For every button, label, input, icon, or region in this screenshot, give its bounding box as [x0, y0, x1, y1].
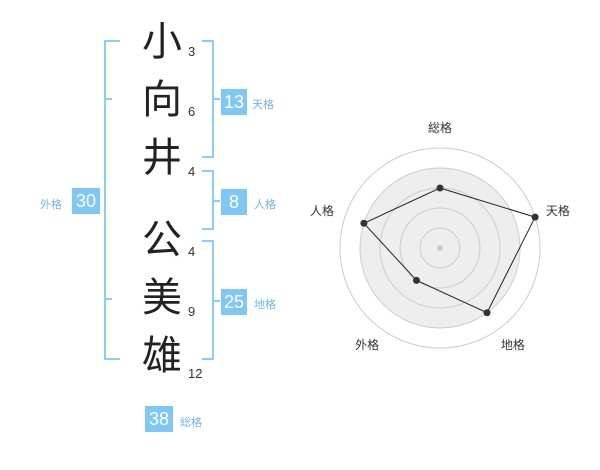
radar-axis-label-5: 人格	[310, 203, 334, 218]
name-char-3: 井	[142, 135, 182, 181]
stroke-count-2: 6	[188, 104, 196, 119]
stroke-count-6: 12	[188, 366, 203, 381]
name-char-1: 小	[142, 19, 182, 65]
radar-axis-label-1: 総格	[428, 120, 452, 135]
tenkaku-value: 13	[221, 89, 247, 115]
stroke-count-4: 4	[188, 244, 196, 259]
radar-polygon-layer	[363, 187, 536, 314]
radar-center	[437, 245, 443, 251]
stroke-count-3: 4	[188, 164, 196, 179]
radar-axis-label-3: 地格	[501, 337, 525, 352]
gaikaku-label: 外格	[40, 198, 62, 211]
radar-point-4	[412, 276, 420, 284]
radar-point-5	[360, 219, 368, 227]
soukaku-value: 38	[145, 406, 173, 432]
stroke-count-5: 9	[188, 304, 196, 319]
name-char-6: 雄	[142, 333, 182, 379]
radar-axis-label-4: 外格	[355, 337, 379, 352]
radar-point-2	[531, 213, 539, 221]
chikaku-value: 25	[221, 289, 247, 315]
stroke-count-1: 3	[188, 44, 196, 59]
name-char-4: 公	[142, 217, 182, 263]
jinkaku-value: 8	[221, 189, 247, 215]
radar-axis-label-2: 天格	[546, 203, 570, 218]
radar-point-1	[436, 184, 444, 192]
radar-rings	[339, 147, 541, 349]
radar-polygon	[363, 187, 536, 314]
gaikaku-value: 30	[72, 188, 100, 214]
jinkaku-label: 人格	[254, 198, 276, 211]
radar-ring	[339, 147, 541, 349]
radar-ring	[419, 227, 461, 269]
radar-points	[360, 184, 539, 317]
tenkaku-label: 天格	[252, 98, 274, 111]
soukaku-label: 総格	[180, 416, 202, 429]
radar-point-3	[483, 309, 491, 317]
chikaku-label: 地格	[254, 298, 276, 311]
radar-ring	[399, 207, 481, 289]
name-char-5: 美	[142, 275, 182, 321]
name-char-2: 向	[142, 77, 182, 123]
